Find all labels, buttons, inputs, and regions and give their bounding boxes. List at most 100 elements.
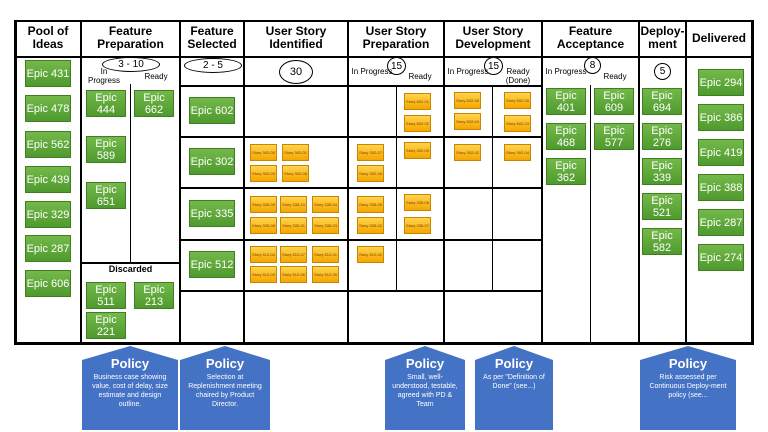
story-card[interactable]: Story 302-05 (250, 144, 277, 161)
row-sep (180, 290, 542, 292)
col-sep (347, 20, 349, 345)
column-header-delivered: Delivered (691, 30, 747, 45)
epic-card[interactable]: Epic 221 (86, 312, 126, 339)
policy-text: Business case showing value, cost of del… (92, 374, 168, 408)
story-card[interactable]: Story 512-04 (250, 246, 277, 263)
story-card[interactable]: Story 302-08 (282, 165, 309, 182)
wip-limit-feature-prep: 3 - 10 (102, 57, 160, 72)
epic-card[interactable]: Epic 606 (25, 270, 71, 297)
story-card[interactable]: Story 335-03 (312, 217, 339, 234)
epic-card[interactable]: Epic 444 (86, 90, 126, 117)
epic-card[interactable]: Epic 577 (594, 123, 634, 150)
column-header-pool: Pool of Ideas (27, 24, 69, 51)
story-card[interactable]: Story 302-02 (454, 144, 481, 161)
story-card[interactable]: Story 602-06 (454, 92, 481, 109)
story-card[interactable]: Story 512-07 (280, 246, 307, 263)
wip-limit-deployment: 5 (654, 63, 671, 80)
subheader-ready: Ready (603, 72, 627, 81)
epic-card[interactable]: Epic 276 (642, 123, 682, 150)
story-card[interactable]: Story 512-01 (312, 246, 339, 263)
story-card[interactable]: Story 302-06 (357, 165, 384, 182)
story-card[interactable]: Story 602-03 (504, 115, 531, 132)
kanban-board: Pool of Ideas Feature Preparation Featur… (14, 20, 754, 345)
col-sep (179, 20, 181, 345)
epic-card[interactable]: Epic 521 (642, 193, 682, 220)
epic-card[interactable]: Epic 388 (698, 174, 744, 201)
epic-card[interactable]: Epic 339 (642, 158, 682, 185)
story-card[interactable]: Story 335-08 (250, 217, 277, 234)
epic-card[interactable]: Epic 213 (134, 282, 174, 309)
epic-card[interactable]: Epic 662 (134, 90, 174, 117)
epic-card[interactable]: Epic 274 (698, 244, 744, 271)
policy-shape (475, 346, 553, 430)
story-card[interactable]: Story 335-10 (280, 196, 307, 213)
wip-limit-story-dev: 15 (484, 57, 503, 75)
epic-card[interactable]: Epic 419 (698, 139, 744, 166)
policy-title: Policy (405, 356, 445, 371)
policy-shape (82, 346, 178, 430)
wip-limit-story-prep: 15 (387, 57, 406, 75)
story-card[interactable]: Story 602-02 (404, 115, 431, 132)
policy-text: Small, well-understood, testable, agreed… (392, 374, 458, 408)
policy-title: Policy (110, 356, 150, 371)
story-card[interactable]: Story 512-05 (312, 266, 339, 283)
policy-shape (180, 346, 270, 430)
epic-card[interactable]: Epic 511 (86, 282, 126, 309)
story-card[interactable]: Story 335-09 (250, 196, 277, 213)
column-header-feature-prep: Feature Preparation (97, 24, 164, 51)
epic-card[interactable]: Epic 294 (698, 69, 744, 96)
epic-card[interactable]: Epic 582 (642, 228, 682, 255)
epic-card[interactable]: Epic 431 (25, 60, 71, 87)
story-card[interactable]: Story 302-07 (357, 144, 384, 161)
epic-card[interactable]: Epic 589 (86, 136, 126, 163)
epic-card[interactable]: Epic 401 (546, 88, 586, 115)
story-card[interactable]: Story 602-05 (504, 92, 531, 109)
epic-card[interactable]: Epic 562 (25, 131, 71, 158)
story-card[interactable]: Story 512-06 (280, 266, 307, 283)
story-card[interactable]: Story 335-02 (357, 217, 384, 234)
col-sep (243, 20, 245, 345)
header-sep (14, 56, 754, 58)
story-card[interactable]: Story 512-02 (357, 246, 384, 263)
story-card[interactable]: Story 602-01 (404, 93, 431, 110)
col-sep (638, 20, 640, 345)
column-header-feature-selected: Feature Selected (187, 24, 237, 51)
epic-card[interactable]: Epic 335 (189, 200, 235, 227)
epic-card[interactable]: Epic 287 (25, 235, 71, 262)
col-sep (685, 20, 687, 345)
story-card[interactable]: Story 335-01 (280, 217, 307, 234)
epic-card[interactable]: Epic 362 (546, 158, 586, 185)
subcol-sep (130, 84, 131, 262)
story-card[interactable]: Story 302-03 (250, 165, 277, 182)
column-header-feature-acceptance: Feature Acceptance (556, 24, 625, 51)
column-header-story-prep: User Story Preparation (362, 24, 430, 51)
story-card[interactable]: Story 335-06 (404, 194, 431, 211)
subcol-sep (590, 85, 591, 342)
epic-card[interactable]: Epic 602 (189, 97, 235, 124)
story-card[interactable]: Story 602-04 (454, 113, 481, 130)
policy-callout: Policy Selection at Replenishment meetin… (180, 346, 270, 430)
epic-card[interactable]: Epic 386 (698, 104, 744, 131)
epic-card[interactable]: Epic 439 (25, 166, 71, 193)
story-card[interactable]: Story 512-03 (250, 266, 277, 283)
epic-card[interactable]: Epic 694 (642, 88, 682, 115)
epic-card[interactable]: Epic 478 (25, 95, 71, 122)
epic-card[interactable]: Epic 512 (189, 251, 235, 278)
column-header-story-identified: User Story Identified (265, 24, 327, 51)
policy-callout: Policy As per "Definition of Done" (see.… (475, 346, 553, 430)
epic-card[interactable]: Epic 287 (698, 209, 744, 236)
story-card[interactable]: Story 302-09 (404, 142, 431, 159)
story-card[interactable]: Story 335-04 (312, 196, 339, 213)
epic-card[interactable]: Epic 468 (546, 123, 586, 150)
story-card[interactable]: Story 335-07 (404, 217, 431, 234)
epic-card[interactable]: Epic 609 (594, 88, 634, 115)
story-card[interactable]: Story 335-05 (357, 196, 384, 213)
policy-title: Policy (205, 356, 245, 371)
epic-card[interactable]: Epic 329 (25, 201, 71, 228)
epic-card[interactable]: Epic 302 (189, 148, 235, 175)
discard-sep (81, 262, 180, 264)
story-card[interactable]: Story 302-01 (282, 144, 309, 161)
epic-card[interactable]: Epic 651 (86, 182, 126, 209)
policy-callout: Policy Small, well-understood, testable,… (385, 346, 465, 430)
story-card[interactable]: Story 302-04 (504, 144, 531, 161)
